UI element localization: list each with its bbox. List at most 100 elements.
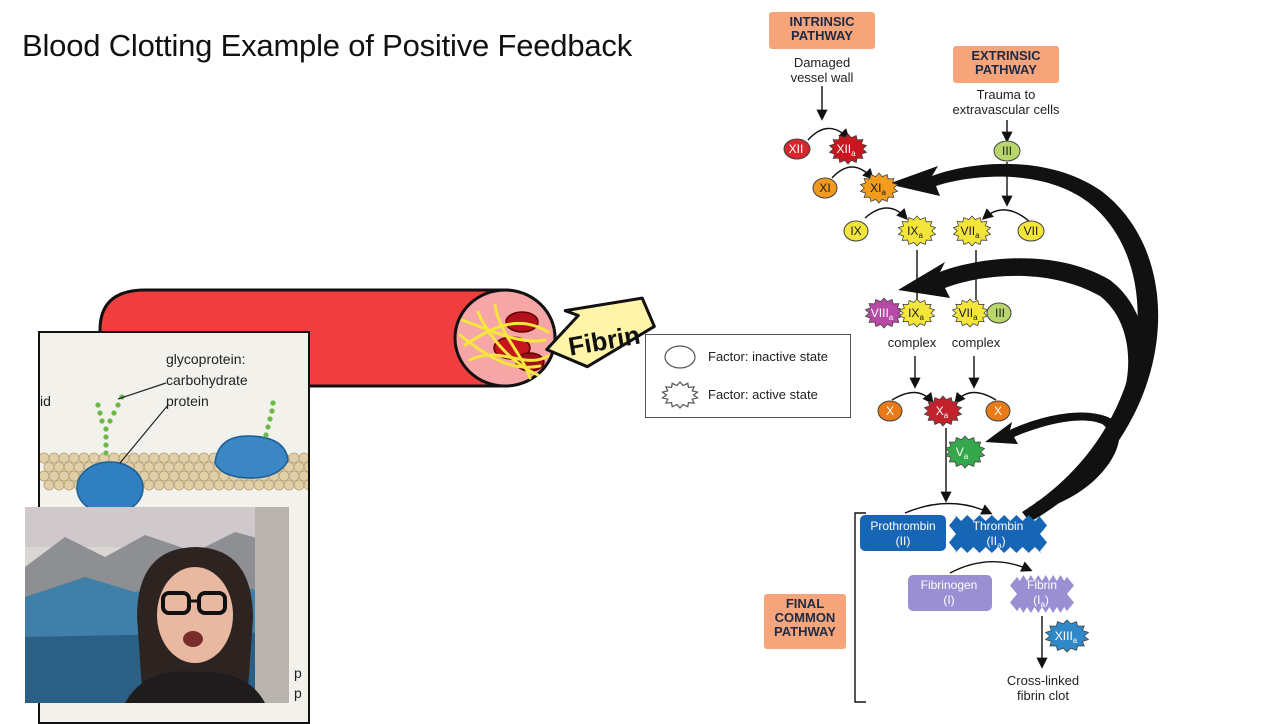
lipid-head bbox=[173, 479, 185, 491]
lipid-head bbox=[148, 452, 160, 464]
carbohydrate-chain bbox=[95, 394, 276, 456]
factor-iii-shape bbox=[993, 140, 1021, 162]
complex-label-right: complex bbox=[952, 335, 1001, 350]
webcam-scene bbox=[25, 507, 289, 703]
lipid-head bbox=[58, 452, 70, 464]
lipid-head bbox=[53, 479, 65, 491]
lipid-head bbox=[73, 461, 85, 473]
clot-label-2: fibrin clot bbox=[1017, 688, 1069, 703]
factor-viiia-shape bbox=[864, 297, 904, 329]
lipid-head bbox=[88, 452, 100, 464]
lipid-head bbox=[303, 479, 308, 491]
lipid-head bbox=[253, 479, 265, 491]
lipid-head bbox=[293, 479, 305, 491]
lipid-head bbox=[283, 479, 295, 491]
lipid-head bbox=[68, 452, 80, 464]
lipid-head bbox=[223, 479, 235, 491]
factor-va-shape bbox=[944, 435, 986, 469]
lipid-head bbox=[263, 479, 275, 491]
factor-viiia-label: VIIIa bbox=[871, 306, 894, 322]
lipid-head bbox=[153, 479, 165, 491]
factor-xi-label: XI bbox=[819, 181, 830, 195]
lipid-head bbox=[303, 461, 308, 473]
clot-label-1: Cross-linked bbox=[1007, 673, 1079, 688]
lipid-head bbox=[243, 479, 255, 491]
factor-viia-shape bbox=[952, 215, 992, 247]
lipid-head bbox=[288, 452, 300, 464]
lipid-head bbox=[63, 461, 75, 473]
lipid-head bbox=[68, 470, 80, 482]
fibrin-callout-arrow bbox=[545, 296, 656, 369]
fibrin-label-2: (Ia) bbox=[1033, 593, 1049, 609]
lipid-head bbox=[43, 479, 55, 491]
lipid-head bbox=[178, 470, 190, 482]
factor-viia-complex-label: VIIa bbox=[958, 306, 978, 322]
factor-x-left-shape bbox=[877, 400, 903, 422]
prothrombin-label-1: Prothrombin bbox=[870, 519, 935, 533]
lipid-head bbox=[168, 452, 180, 464]
lipid-head bbox=[143, 479, 155, 491]
thrombin-label-2: (IIa) bbox=[986, 534, 1005, 550]
factor-ixa-shape bbox=[897, 215, 937, 247]
lipid-head bbox=[163, 461, 175, 473]
factor-ixa-complex-shape bbox=[898, 298, 936, 328]
factor-layer bbox=[783, 133, 1090, 653]
lipid-head bbox=[158, 452, 170, 464]
factor-x-right-shape bbox=[985, 400, 1011, 422]
lipid-head bbox=[193, 479, 205, 491]
lipid-head bbox=[278, 470, 290, 482]
active-star-icon bbox=[661, 381, 699, 409]
lipid-head bbox=[78, 452, 90, 464]
factor-viia-complex-shape bbox=[951, 298, 989, 328]
factor-xiiia-shape bbox=[1044, 619, 1090, 653]
prothrombin-label-2: (II) bbox=[896, 534, 911, 548]
factor-xiia-shape bbox=[828, 133, 868, 165]
complex-label-left: complex bbox=[888, 335, 937, 350]
fibrinogen-label-2: (I) bbox=[943, 593, 954, 607]
lipid-head bbox=[53, 461, 65, 473]
factor-xiiia-label: XIIIa bbox=[1055, 629, 1078, 645]
lipid-head bbox=[163, 479, 175, 491]
factor-xia-label: XIa bbox=[870, 181, 886, 197]
factor-xii-label: XII bbox=[789, 142, 804, 156]
lipid-head bbox=[293, 461, 305, 473]
prothrombin-shape bbox=[860, 515, 946, 551]
factor-vii-shape bbox=[1017, 220, 1045, 242]
lipid-head bbox=[48, 470, 60, 482]
lipid-head bbox=[173, 461, 185, 473]
factor-xa-shape bbox=[923, 395, 963, 427]
factor-xa-label: Xa bbox=[936, 404, 949, 420]
factor-va-label: Va bbox=[956, 445, 969, 461]
factor-xii-shape bbox=[783, 138, 811, 160]
factor-ixa-complex-label: IXa bbox=[908, 306, 924, 322]
panel-edge-text-bottom: p p bbox=[294, 665, 302, 701]
factor-x-left-label: X bbox=[886, 404, 894, 418]
factor-viia-label: VIIa bbox=[960, 224, 980, 240]
factor-x-right-label: X bbox=[994, 404, 1002, 418]
thrombin-label-1: Thrombin bbox=[973, 519, 1024, 533]
lipid-head bbox=[213, 479, 225, 491]
lipid-head bbox=[168, 470, 180, 482]
presenter-webcam bbox=[25, 507, 289, 703]
lipid-head bbox=[43, 461, 55, 473]
lipid-head bbox=[208, 470, 220, 482]
positive-feedback-arrows bbox=[888, 163, 1159, 522]
lipid-head bbox=[158, 470, 170, 482]
factor-xi-shape bbox=[812, 177, 838, 199]
lipid-head bbox=[63, 479, 75, 491]
lipid-head bbox=[183, 461, 195, 473]
factor-iii-label: III bbox=[1002, 144, 1012, 158]
lipid-head bbox=[198, 452, 210, 464]
lipid-head bbox=[273, 479, 285, 491]
lipid-head bbox=[183, 479, 195, 491]
lipid-head bbox=[193, 461, 205, 473]
factor-ixa-label: IXa bbox=[907, 224, 923, 240]
factor-xia-shape bbox=[859, 172, 899, 204]
lipid-head bbox=[153, 461, 165, 473]
